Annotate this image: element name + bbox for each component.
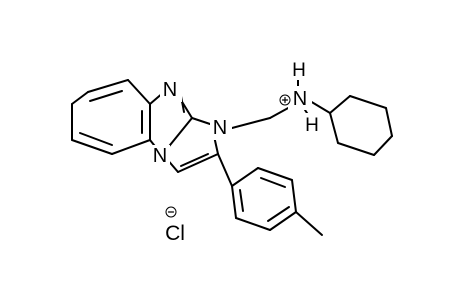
bond-tolyl-1 xyxy=(231,167,259,187)
bond-benzimidazole-5 xyxy=(165,117,193,151)
bond-benzene-7 xyxy=(71,91,89,105)
bond-cyclohexyl-6 xyxy=(329,112,339,144)
bond-tolyl-link xyxy=(217,153,233,187)
bond-tolyl-5 xyxy=(235,217,271,231)
bond-tolyl-3 xyxy=(291,179,297,213)
bond-benzene-5 xyxy=(71,139,113,155)
atom-ammonium-hydrogen-top: H xyxy=(292,60,306,81)
bond-imidazole-3 xyxy=(177,153,219,173)
bond-tolyl-2 xyxy=(257,167,293,181)
atom-ammonium-nitrogen: N xyxy=(293,88,307,110)
bond-lines xyxy=(71,79,393,236)
bond-cyclohexyl-2 xyxy=(349,95,387,109)
bond-ammonium-cyclohexyl xyxy=(309,100,331,114)
bond-benzene-2 xyxy=(127,79,151,105)
bond-tolyl-4 xyxy=(269,211,297,231)
bond-cyclohexyl-3 xyxy=(385,107,393,137)
bond-linker-2 xyxy=(269,106,291,119)
negative-charge-icon xyxy=(165,206,177,218)
charge-marks xyxy=(165,94,291,218)
bond-tolyl-inner-3 xyxy=(239,189,244,212)
bond-benzene-1 xyxy=(87,79,129,93)
bond-imidazole-1 xyxy=(191,117,211,125)
atom-substituted-nitrogen: N xyxy=(213,117,227,139)
bond-tolyl-inner-1 xyxy=(260,177,286,188)
positive-charge-icon xyxy=(279,94,291,106)
bond-imidazole-double xyxy=(180,153,209,167)
atom-bridgehead-nitrogen: N xyxy=(153,145,167,167)
bond-tolyl-inner-2 xyxy=(267,206,290,222)
atom-imine-nitrogen: N xyxy=(163,79,177,101)
bond-linker-1 xyxy=(231,117,271,129)
bond-benzene-inner-3 xyxy=(79,132,113,146)
atom-labels: N N N N H H Cl xyxy=(152,58,321,245)
atom-ammonium-hydrogen-bottom: H xyxy=(305,115,319,136)
bond-cyclohexyl-1 xyxy=(329,95,351,114)
bond-tolyl-6 xyxy=(231,185,237,219)
bond-methyl xyxy=(295,211,323,236)
bond-cyclohexyl-5 xyxy=(337,142,375,156)
bond-benzene-inner-1 xyxy=(89,90,123,102)
bond-cyclohexyl-4 xyxy=(373,135,393,156)
atom-chloride: Cl xyxy=(165,222,185,245)
bond-benzene-4 xyxy=(111,139,151,155)
